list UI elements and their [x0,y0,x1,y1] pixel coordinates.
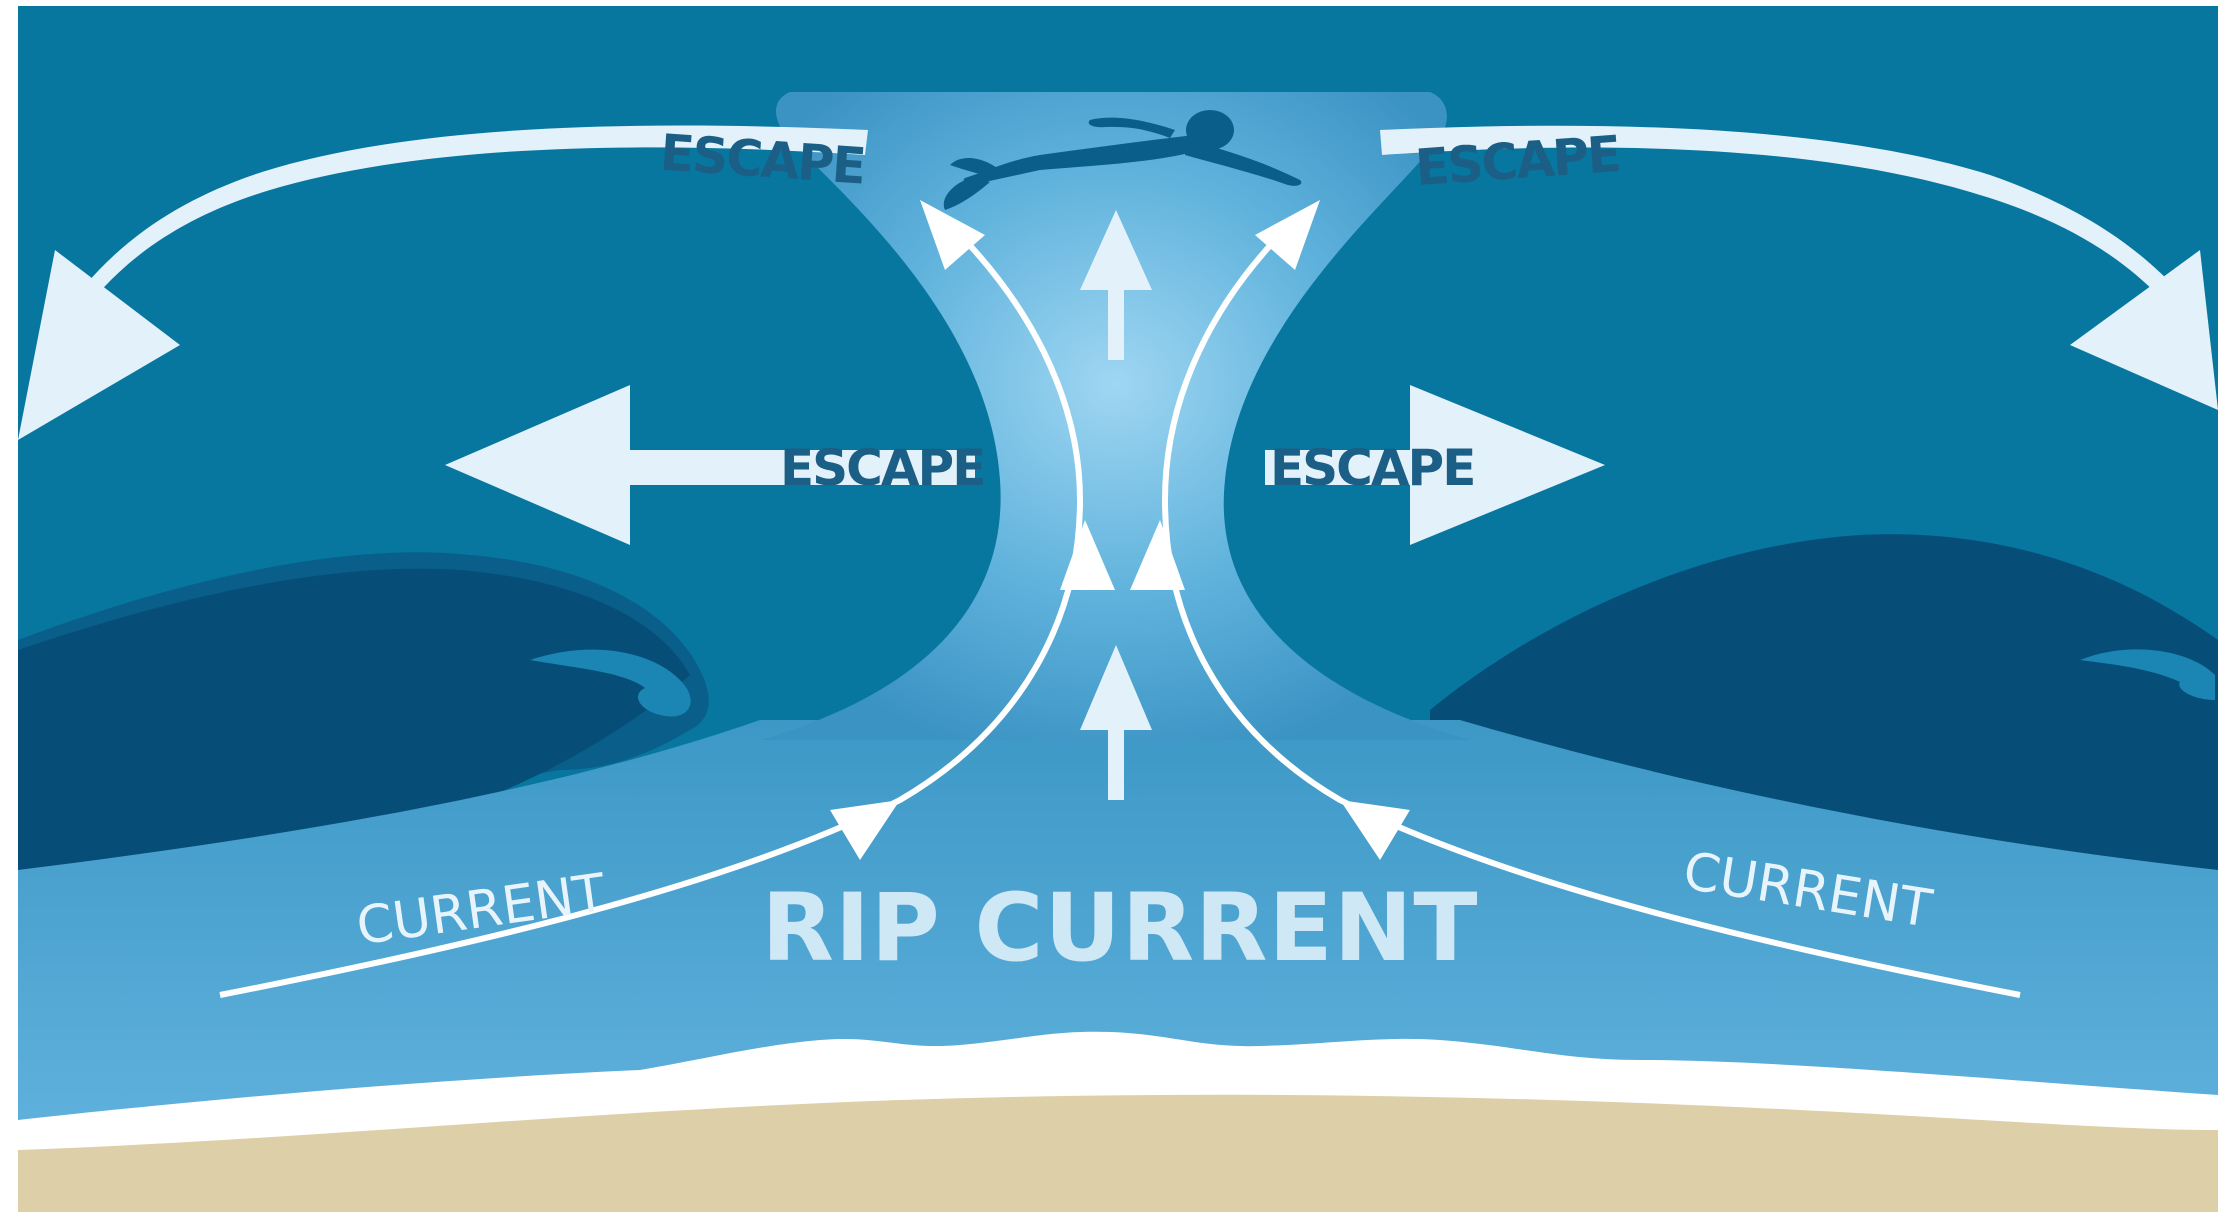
escape-label-mid-left: ESCAPE [780,439,984,497]
escape-label-mid-right: ESCAPE [1270,439,1474,497]
diagram-title: RIP CURRENT [761,874,1478,983]
